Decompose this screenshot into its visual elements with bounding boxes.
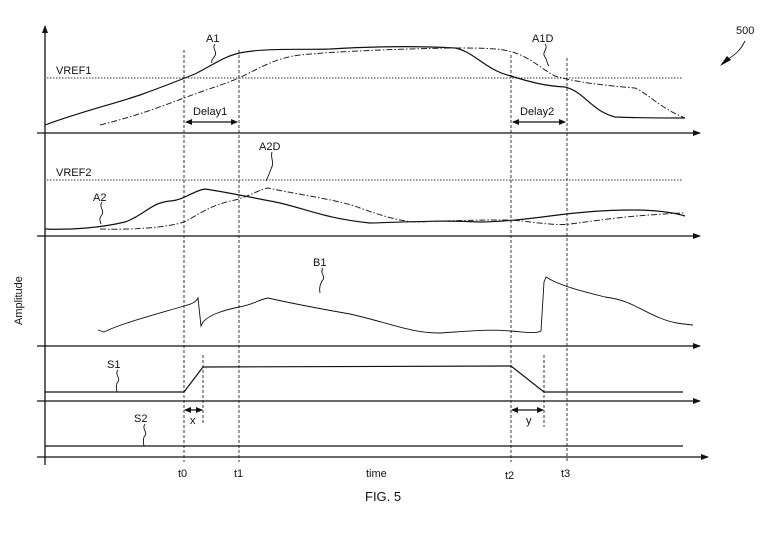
t0-label: t0 [178, 468, 187, 480]
t2-label: t2 [505, 470, 514, 482]
x-interval-label: x [190, 415, 196, 427]
b1-label: B1 [313, 257, 326, 269]
vref2-label: VREF2 [56, 167, 91, 179]
figure-caption: FIG. 5 [365, 489, 401, 504]
s2-label: S2 [134, 413, 147, 425]
curve-b1 [97, 276, 694, 334]
t3-label: t3 [561, 468, 570, 480]
delay2-label: Delay2 [520, 106, 554, 118]
a1-label: A1 [206, 33, 219, 45]
curve-s1 [45, 365, 683, 393]
a2d-label: A2D [259, 141, 280, 153]
ref-number: 500 [736, 25, 754, 37]
delay1-label: Delay1 [193, 106, 227, 118]
vref1-label: VREF1 [56, 65, 91, 77]
curve-a2 [44, 188, 686, 230]
y-axis-label: Amplitude [13, 276, 25, 325]
a1d-label: A1D [532, 33, 553, 45]
a2-label: A2 [93, 192, 106, 204]
curve-a1d [99, 47, 686, 126]
curve-a1 [44, 46, 686, 126]
y-interval-label: y [526, 415, 532, 427]
curve-a2d [99, 187, 686, 230]
s1-label: S1 [107, 359, 120, 371]
ref-500-arrow-icon [720, 56, 731, 66]
x-axis-label: time [366, 468, 387, 480]
t1-label: t1 [234, 468, 243, 480]
